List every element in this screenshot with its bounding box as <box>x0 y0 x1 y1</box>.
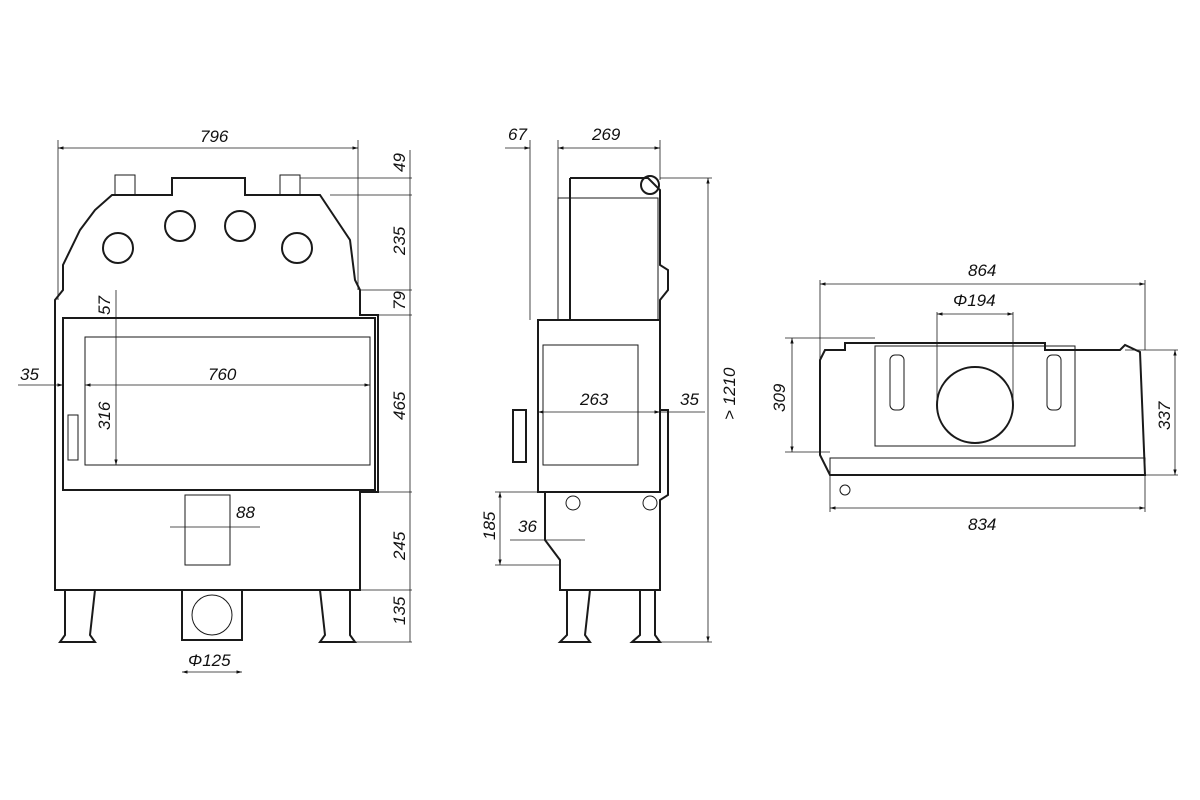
front-hood-outline <box>54 177 379 591</box>
dim-glass-height: 316 <box>95 401 114 430</box>
leg-left <box>58 589 97 643</box>
side-port-2 <box>642 495 658 511</box>
top-body-outline <box>819 342 1147 476</box>
dim-inner-depth: 263 <box>579 390 609 409</box>
dim-inlet-diameter: Φ125 <box>188 651 231 670</box>
dim-front-depth: 67 <box>508 125 527 144</box>
top-inner-plate <box>874 345 1076 447</box>
air-duct-circle <box>191 594 233 636</box>
dim-flue-diameter: Φ194 <box>953 291 996 310</box>
side-port-1 <box>565 495 581 511</box>
side-view: 67 269 263 35 > 1210 185 36 <box>480 125 739 643</box>
side-legs <box>557 589 662 643</box>
top-flue <box>936 366 1014 444</box>
door-handle <box>67 414 79 461</box>
top-view: 864 Φ194 309 337 834 <box>770 261 1178 534</box>
air-inlet-box <box>184 494 231 566</box>
air-duct-box <box>181 589 243 641</box>
dim-handle-height: 185 <box>480 511 499 540</box>
dim-hood-height: 235 <box>390 226 409 256</box>
leg-right <box>318 589 357 643</box>
dim-handle-depth: 36 <box>518 517 537 536</box>
top-slot-left <box>889 354 905 411</box>
dim-glass-top: 57 <box>95 296 114 315</box>
dim-overall-width: 864 <box>968 261 996 280</box>
side-flue-collar <box>640 175 660 195</box>
bracket-right <box>279 174 301 196</box>
duct-outlet-1 <box>102 232 134 264</box>
dim-gap-height: 79 <box>390 291 409 310</box>
bracket-left <box>114 174 136 196</box>
side-upper-panel <box>557 197 659 321</box>
duct-outlet-3 <box>224 210 256 242</box>
duct-outlet-2 <box>164 210 196 242</box>
side-glass <box>542 344 639 466</box>
front-glass <box>84 336 371 466</box>
dim-total-height: > 1210 <box>720 367 739 420</box>
dim-glass-width: 760 <box>208 365 237 384</box>
dim-inlet-width: 88 <box>236 503 255 522</box>
dim-leg-height: 135 <box>390 596 409 625</box>
dim-rear-offset: 35 <box>680 390 699 409</box>
side-handle <box>512 409 527 463</box>
dim-base-width: 834 <box>968 515 996 534</box>
dim-top-offset: 49 <box>390 153 409 172</box>
top-handle-knob <box>839 484 851 496</box>
dim-top-depth: 269 <box>591 125 621 144</box>
dim-width: 796 <box>200 127 229 146</box>
top-base <box>829 457 1146 476</box>
dim-left-offset: 35 <box>20 365 39 384</box>
dim-door-height: 465 <box>390 391 409 420</box>
dim-depth-inner: 309 <box>770 383 789 412</box>
duct-outlet-4 <box>281 232 313 264</box>
front-door-frame <box>62 317 376 491</box>
side-door <box>537 319 661 493</box>
top-slot-right <box>1046 354 1062 411</box>
dim-lower-height: 245 <box>390 531 409 561</box>
front-view: 796 49 235 79 465 245 135 57 316 760 35 … <box>18 127 412 674</box>
dim-depth-outer: 337 <box>1155 401 1174 430</box>
